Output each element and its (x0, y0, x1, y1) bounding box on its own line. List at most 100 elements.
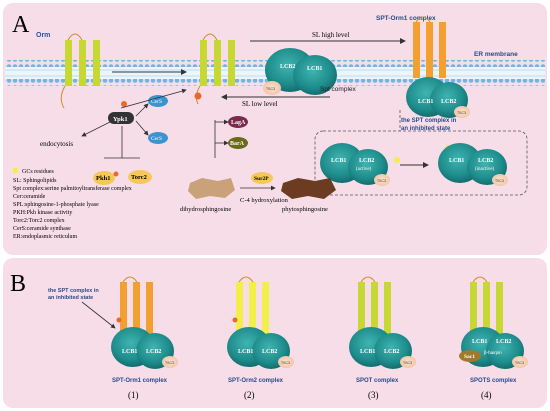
legend-item: PKH:Pkh kinase activity (13, 210, 72, 216)
laga-label: LagA (231, 120, 246, 126)
lcb1-label: LCB1 (449, 158, 464, 164)
legend-item: SPL:sphingosine-1-phosphate lyase (13, 202, 99, 208)
sl-high-label: SL high level (312, 31, 350, 39)
lcb2-label: LCB2 (262, 349, 277, 355)
er-membrane-label: ER membrane (474, 51, 518, 58)
activation-state-box (314, 130, 528, 196)
phytosphingosine-label: phytosphingosine (282, 206, 328, 213)
lcb1-label: LCB1 (418, 99, 433, 105)
sur2p-label: Sur2P (254, 176, 269, 182)
arrow-ypk1-endocytosis (81, 121, 111, 137)
tsc3-label: TSC3 (165, 361, 174, 365)
inactive-label: (inactive) (475, 167, 494, 172)
orm-protein-phosphorylated (194, 33, 235, 105)
torc2-label: Torc2 (131, 174, 147, 181)
orm-label: Orm (36, 32, 50, 39)
gcs-residue-dot (394, 157, 400, 163)
legend-item: Torc2:Torc2 complex (13, 218, 65, 224)
phospho-marker (121, 101, 127, 107)
torc2-node (128, 170, 152, 184)
complex-spots: Sac1 LCB1 LCB2 β-hairpin TSC3 (459, 276, 528, 369)
complex-name-4: SPOTS complex (470, 378, 517, 384)
tsc3-label: TSC3 (281, 361, 290, 365)
cers-node-top (148, 95, 168, 107)
spt-complex-label: Spt complex (320, 86, 357, 93)
sac1-label: Sac1 (464, 354, 475, 360)
lcb1-label: LCB1 (331, 158, 346, 164)
complex-name-1: SPT-Orm1 complex (112, 378, 168, 384)
lcb2-label: LCB2 (384, 349, 399, 355)
spt-inactive: LCB1 LCB2 (inactive) TSC3 (438, 143, 508, 186)
arrow-ypk1-orm (120, 88, 187, 109)
lcb2-label: LCB2 (441, 99, 456, 105)
complex-number-3: (3) (368, 390, 379, 400)
lcb2-label: LCB2 (478, 158, 493, 164)
phospho-marker (194, 92, 202, 100)
complex-spt-orm1: LCB1 LCB2 TSC3 (111, 276, 178, 369)
inhibited-caption-b-1: the SPT complex in (48, 288, 99, 294)
complex-number-1: (1) (128, 390, 139, 400)
dihydrosphingosine-label: dihydrosphingosine (180, 206, 231, 213)
pkh1-label: Pkh1 (96, 175, 110, 182)
endocytosis-label: endocytosis (40, 140, 73, 148)
bara-node (228, 137, 248, 149)
spt-orm1-complex-top: LCB1 LCB2 TSC3 (406, 16, 470, 118)
sur2p-node (251, 172, 273, 184)
beta-hairpin-label: β-hairpin (484, 350, 502, 355)
panel-b-letter: B (10, 271, 26, 297)
lcb2-label: LCB2 (280, 64, 295, 70)
inhibited-caption-b-2: an inhibited state (48, 295, 93, 301)
pkh1-node (93, 171, 115, 185)
laga-node (228, 116, 248, 128)
panel-b-complexes: LCB1 LCB2 TSC3 SPT-Orm1 complex (1) LCB1… (111, 276, 528, 400)
lcb1-label: LCB1 (307, 66, 322, 72)
active-label: (active) (356, 167, 372, 172)
arrow-inhibited-to-complex (81, 301, 116, 329)
phospho-marker (116, 317, 122, 323)
cers-label-top: CerS (151, 99, 162, 105)
legend-item: CerS:ceramide synthase (13, 226, 71, 232)
legend-item: ER:endoplasmic reticulum (13, 234, 77, 240)
tsc3-label: TSC3 (403, 361, 412, 365)
sac1-node (459, 350, 481, 362)
cers-node-bottom (148, 132, 168, 144)
arrow-ypk1-cers (135, 103, 149, 117)
complex-spt-orm2: LCB1 LCB2 TSC3 (227, 276, 294, 369)
complex-spot: LCB1 LCB2 TSC3 (349, 276, 416, 369)
dihydrosphingosine-shape (188, 178, 235, 199)
tsc3-label: TSC3 (266, 87, 275, 91)
complex-name-3: SPOT complex (356, 378, 399, 384)
lcb2-label: LCB2 (359, 158, 374, 164)
orm-protein-left (60, 33, 100, 109)
ypk1-node (108, 112, 134, 124)
tsc3-label: TSC3 (457, 111, 466, 115)
tsc3-label: TSC3 (515, 361, 524, 365)
tsc3-label: TSC3 (377, 179, 386, 183)
cers-label-bottom: CerS (151, 136, 162, 142)
gcs-residue-swatch (13, 168, 18, 173)
lcb1-label: LCB1 (472, 339, 487, 345)
lcb2-label: LCB2 (146, 349, 161, 355)
spt-orm1-top-label: SPT-Orm1 complex (376, 15, 436, 22)
complex-number-2: (2) (244, 390, 255, 400)
legend-item: GCs residues (22, 169, 54, 175)
arrow-ypk1-cers2 (135, 120, 149, 136)
ypk1-label: Ypk1 (113, 116, 128, 123)
phytosphingosine-shape (281, 178, 336, 199)
legend-item: Spt complex:serine palmitoyltransferase … (13, 185, 132, 192)
sl-low-label: SL low level (242, 100, 278, 108)
spt-active: LCB1 LCB2 (active) TSC3 (320, 143, 390, 186)
lcb1-label: LCB1 (122, 349, 137, 355)
panel-a-letter: A (12, 12, 30, 38)
lcb1-label: LCB1 (360, 349, 375, 355)
bara-label: BarA (230, 141, 245, 147)
c4-hydroxylation-label: C-4 hydroxylation (240, 197, 289, 204)
tsc3-label: TSC3 (495, 179, 504, 183)
spt-complex-center: LCB2 LCB1 TSC3 (263, 48, 337, 95)
inhibited-caption-a-2: an inhibited state (401, 126, 451, 132)
lcb1-label: LCB1 (238, 349, 253, 355)
inhibited-caption-a-1: the SPT complex in (401, 118, 457, 124)
complex-number-4: (4) (481, 390, 492, 400)
